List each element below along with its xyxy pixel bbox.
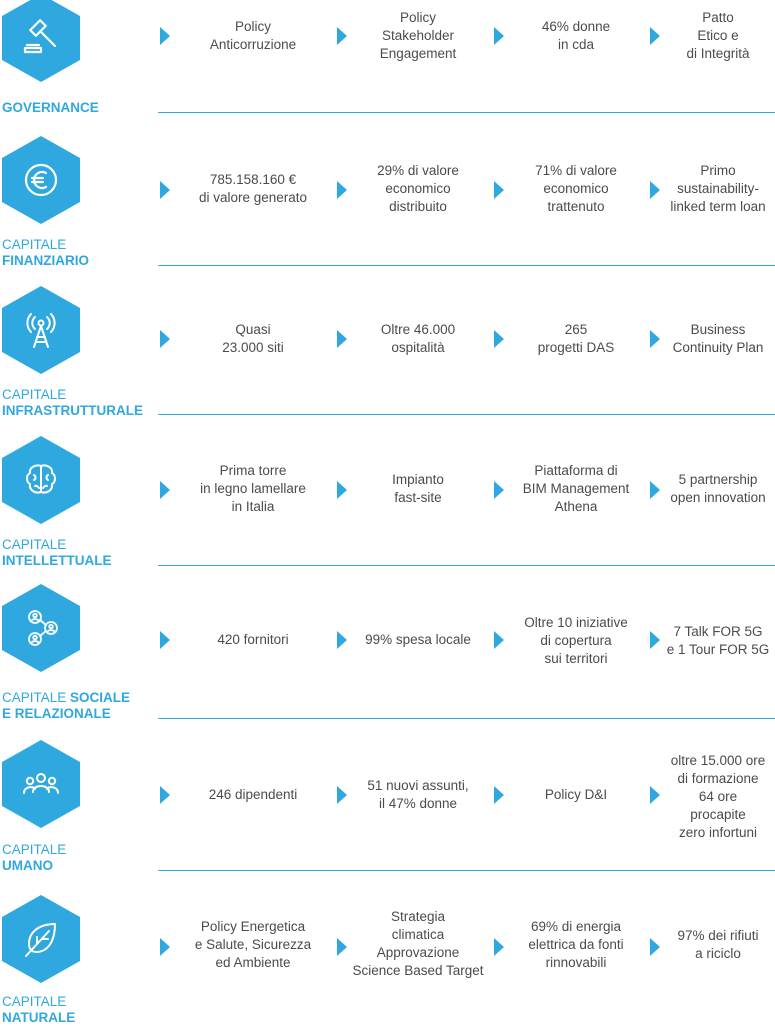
kpi-cell: 29% di valore economico distribuito (377, 163, 459, 214)
kpi-cell: 51 nuovi assunti, il 47% donne (367, 778, 469, 811)
hexagon-badge (2, 584, 80, 672)
arrow-icon (337, 481, 347, 499)
arrow-icon (650, 330, 660, 348)
arrow-icon (160, 938, 170, 956)
arrow-icon (650, 27, 660, 45)
hexagon-badge (2, 0, 80, 82)
row-naturale: CAPITALE NATURALE Policy Energetica e Sa… (0, 895, 775, 1025)
divider (158, 112, 775, 113)
kpi-cell: 785.158.160 € di valore generato (198, 172, 308, 205)
arrow-icon (337, 181, 347, 199)
arrow-icon (337, 330, 347, 348)
category-label: CAPITALE UMANO (2, 842, 67, 873)
arrow-icon (337, 631, 347, 649)
kpi-cell: 69% di energia elettrica da fonti rinnov… (528, 919, 624, 970)
arrow-icon (160, 181, 170, 199)
kpi-cell: 7 Talk FOR 5G e 1 Tour FOR 5G (666, 624, 770, 657)
euro-icon (24, 163, 58, 197)
kpi-cell: Policy D&I (544, 787, 608, 802)
arrow-icon (494, 27, 504, 45)
kpi-cell: 99% spesa locale (365, 632, 471, 647)
arrow-icon (494, 938, 504, 956)
row-infrastrutturale: CAPITALE INFRASTRUTTURALE Quasi 23.000 s… (0, 286, 775, 440)
kpi-cell: Impianto fast-site (392, 472, 444, 505)
kpi-cell: 265 progetti DAS (537, 322, 615, 355)
divider (158, 414, 775, 415)
arrow-icon (160, 631, 170, 649)
arrow-icon (650, 631, 660, 649)
arrow-icon (160, 786, 170, 804)
kpi-cell: Oltre 10 iniziative di copertura sui ter… (524, 615, 628, 666)
arrow-icon (337, 786, 347, 804)
hexagon-badge (2, 136, 80, 224)
hexagon-badge (2, 895, 80, 983)
arrow-icon (337, 938, 347, 956)
divider (158, 265, 775, 266)
antenna-tower-icon (26, 313, 56, 348)
row-umano: CAPITALE UMANO 246 dipendenti 51 nuovi a… (0, 740, 775, 892)
row-intellettuale: CAPITALE INTELLETTUALE Prima torre in le… (0, 436, 775, 590)
kpi-cell: 246 dipendenti (208, 787, 298, 802)
kpi-cell: Quasi 23.000 siti (222, 322, 284, 355)
kpi-cell: Oltre 46.000 ospitalità (380, 322, 456, 355)
arrow-icon (160, 481, 170, 499)
kpi-cell: Policy Anticorruzione (209, 19, 297, 52)
gavel-icon (23, 19, 57, 54)
row-finanziario: CAPITALE FINANZIARIO 785.158.160 € di va… (0, 136, 775, 290)
arrow-icon (494, 786, 504, 804)
kpi-cell: Policy Stakeholder Engagement (379, 10, 457, 61)
divider (158, 565, 775, 566)
kpi-cell: oltre 15.000 ore di formazione 64 ore pr… (670, 753, 766, 840)
divider (158, 870, 775, 871)
kpi-cell: Strategia climatica Approvazione Science… (352, 909, 484, 978)
arrow-icon (494, 481, 504, 499)
arrow-icon (160, 330, 170, 348)
kpi-cell: 71% di valore economico trattenuto (535, 163, 617, 214)
kpi-cell: 97% dei rifiuti a riciclo (677, 928, 759, 961)
kpi-cell: Piattaforma di BIM Management Athena (522, 463, 630, 514)
arrow-icon (650, 938, 660, 956)
kpi-cell: 5 partnership open innovation (670, 472, 766, 505)
category-label: CAPITALE NATURALE (2, 994, 76, 1025)
kpi-cell: Policy Energetica e Salute, Sicurezza ed… (194, 919, 312, 970)
category-label: CAPITALE INFRASTRUTTURALE (2, 387, 143, 418)
hexagon-badge (2, 286, 80, 374)
people-network-icon (28, 610, 58, 646)
arrow-icon (160, 27, 170, 45)
kpi-cell: 46% donne in cda (541, 19, 611, 52)
category-label: GOVERNANCE (2, 100, 99, 115)
arrow-icon (650, 786, 660, 804)
leaf-icon (25, 923, 56, 957)
arrow-icon (650, 481, 660, 499)
brain-icon (26, 464, 56, 494)
kpi-cell: Business Continuity Plan (672, 322, 764, 355)
arrow-icon (494, 330, 504, 348)
row-sociale-relazionale: CAPITALE SOCIALE E RELAZIONALE 420 forni… (0, 584, 775, 738)
kpi-cell: 420 fornitori (217, 632, 289, 647)
row-governance: GOVERNANCE Policy Anticorruzione Policy … (0, 0, 775, 150)
kpi-cell: Prima torre in legno lamellare in Italia (200, 463, 306, 514)
arrow-icon (494, 181, 504, 199)
kpi-cell: Primo sustainability- linked term loan (670, 163, 766, 214)
arrow-icon (494, 631, 504, 649)
hexagon-badge (2, 740, 80, 828)
hexagon-badge (2, 436, 80, 524)
arrow-icon (337, 27, 347, 45)
category-label: CAPITALE FINANZIARIO (2, 237, 89, 268)
divider (158, 718, 775, 719)
team-icon (23, 773, 59, 794)
category-label: CAPITALE SOCIALE E RELAZIONALE (2, 690, 131, 721)
kpi-cell: Patto Etico e di Integrità (686, 10, 750, 61)
arrow-icon (650, 181, 660, 199)
category-label: CAPITALE INTELLETTUALE (2, 537, 112, 568)
